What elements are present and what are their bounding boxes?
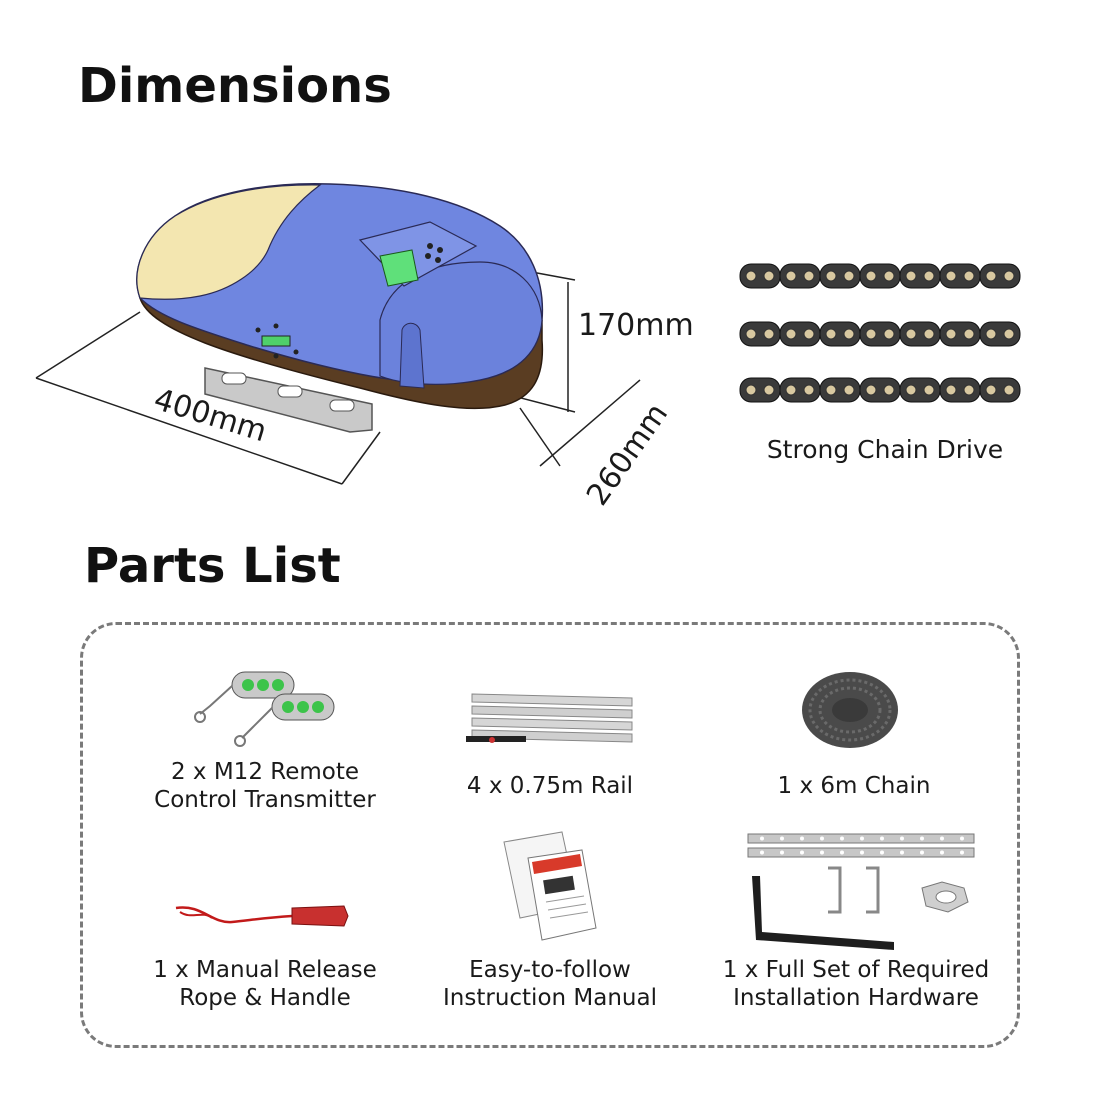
rail-icon [466,693,633,743]
part-caption-line1: 2 x M12 Remote [170,759,360,785]
hardware-icon [747,833,975,950]
part-caption-line1: 1 x 6m Chain [777,773,931,799]
chain-coil-icon [802,672,898,748]
chain-drive-caption: Strong Chain Drive [766,435,1004,464]
roller-chain-icon [739,263,1021,403]
height-dimension-label: 170mm [578,308,694,343]
part-caption-rail: 4 x 0.75m Rail [410,772,690,800]
part-caption-line2: Rope & Handle [179,985,351,1011]
part-caption-manual: Easy-to-follow Instruction Manual [410,956,690,1012]
part-caption-hardware: 1 x Full Set of Required Installation Ha… [714,956,998,1012]
part-caption-line2: Installation Hardware [733,985,979,1011]
part-caption-line2: Control Transmitter [154,787,376,813]
parts-list-title: Parts List [84,538,341,594]
part-caption-line1: 1 x Full Set of Required [722,957,990,983]
release-rope-icon [175,905,349,927]
part-caption-line1: Easy-to-follow [469,957,631,983]
dimensions-title: Dimensions [78,58,392,114]
part-caption-remote: 2 x M12 Remote Control Transmitter [120,758,410,814]
manual-icon [503,831,597,941]
parts-list-box [80,622,1020,1048]
part-caption-rope: 1 x Manual Release Rope & Handle [120,956,410,1012]
part-caption-line1: 1 x Manual Release [153,957,377,983]
part-caption-line2: Instruction Manual [443,985,657,1011]
part-caption-line1: 4 x 0.75m Rail [466,773,634,799]
part-caption-chain: 1 x 6m Chain [714,772,994,800]
remote-control-icon [194,671,335,747]
